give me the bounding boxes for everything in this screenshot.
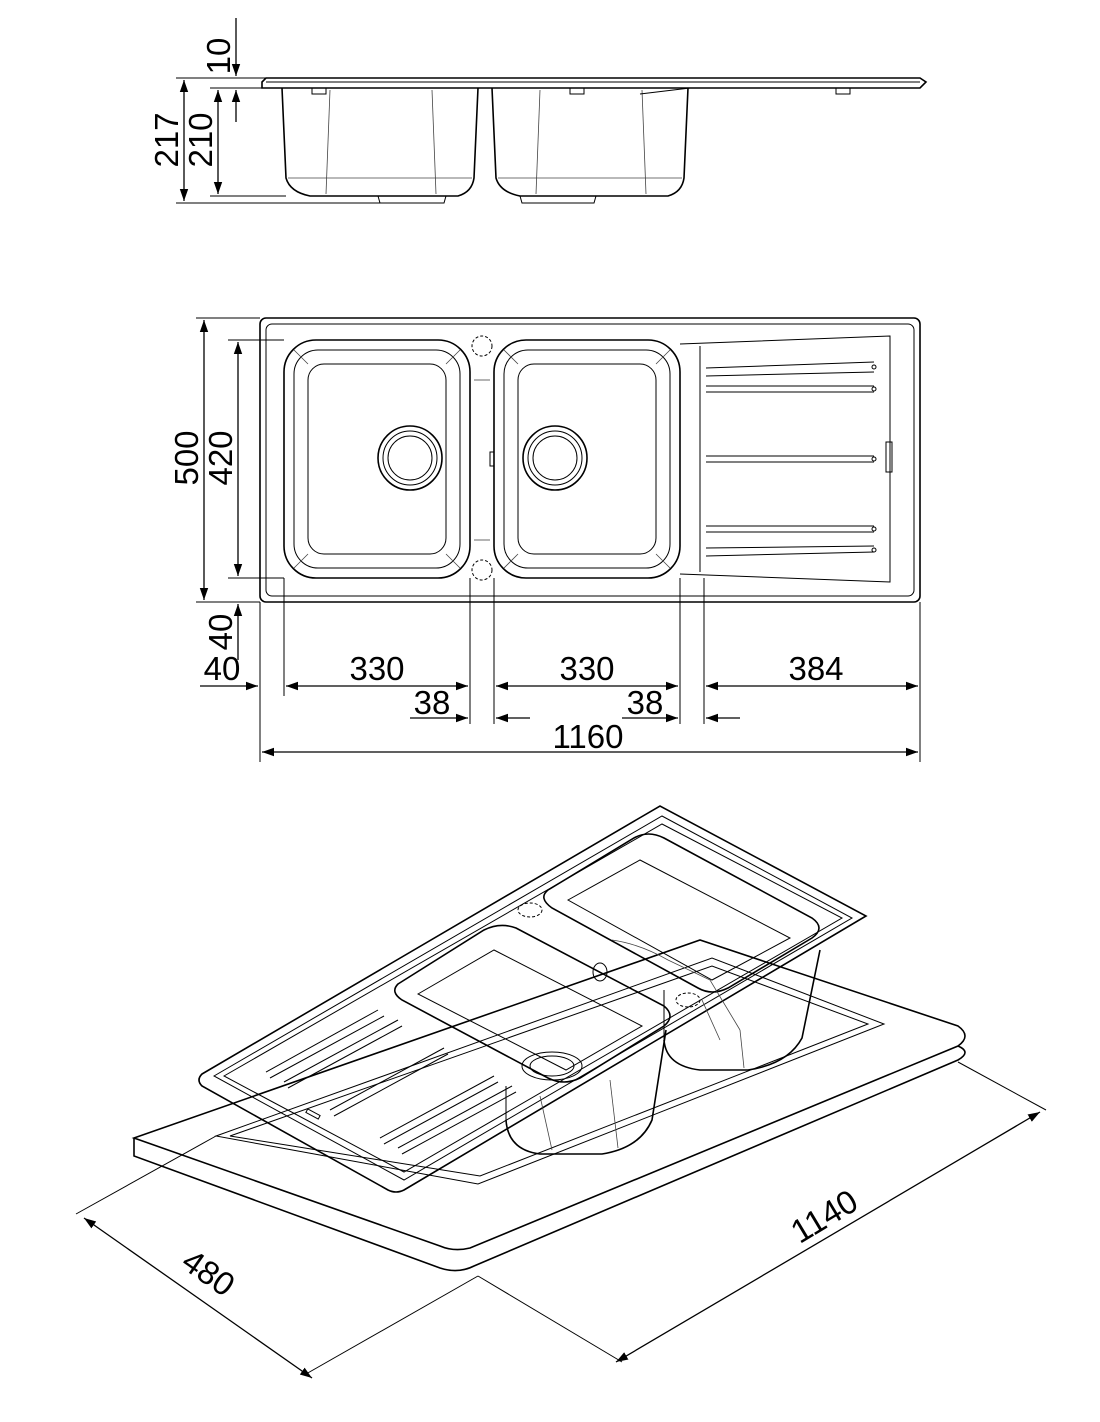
- side-view-dimensions: 10 210 217: [148, 18, 380, 204]
- top-view: [259, 317, 921, 603]
- dim-left-bowl-width: 330: [349, 650, 404, 687]
- dim-front-offset: 40: [202, 614, 239, 651]
- top-view-dimensions: 500 420 40 40 330 330 384 38 38: [168, 317, 921, 762]
- dim-bowl-depth-side: 210: [182, 112, 219, 167]
- dim-bowl-depth: 420: [202, 430, 239, 485]
- dim-left-offset: 40: [204, 650, 241, 687]
- dim-bowl-gap-left: 38: [414, 684, 451, 721]
- dim-drainer-width: 384: [788, 650, 843, 687]
- isometric-dimensions: 480 1140: [75, 1061, 1047, 1379]
- dim-lip-thickness: 10: [200, 38, 237, 75]
- dim-overall-width: 1160: [553, 718, 624, 755]
- dim-total-depth: 217: [148, 112, 185, 167]
- dim-right-bowl-width: 330: [559, 650, 614, 687]
- side-view: [261, 77, 928, 204]
- dim-overall-depth: 500: [168, 430, 205, 485]
- dim-bowl-gap-right: 38: [627, 684, 664, 721]
- dim-cutout-depth: 480: [175, 1242, 241, 1304]
- isometric-view: [131, 805, 966, 1272]
